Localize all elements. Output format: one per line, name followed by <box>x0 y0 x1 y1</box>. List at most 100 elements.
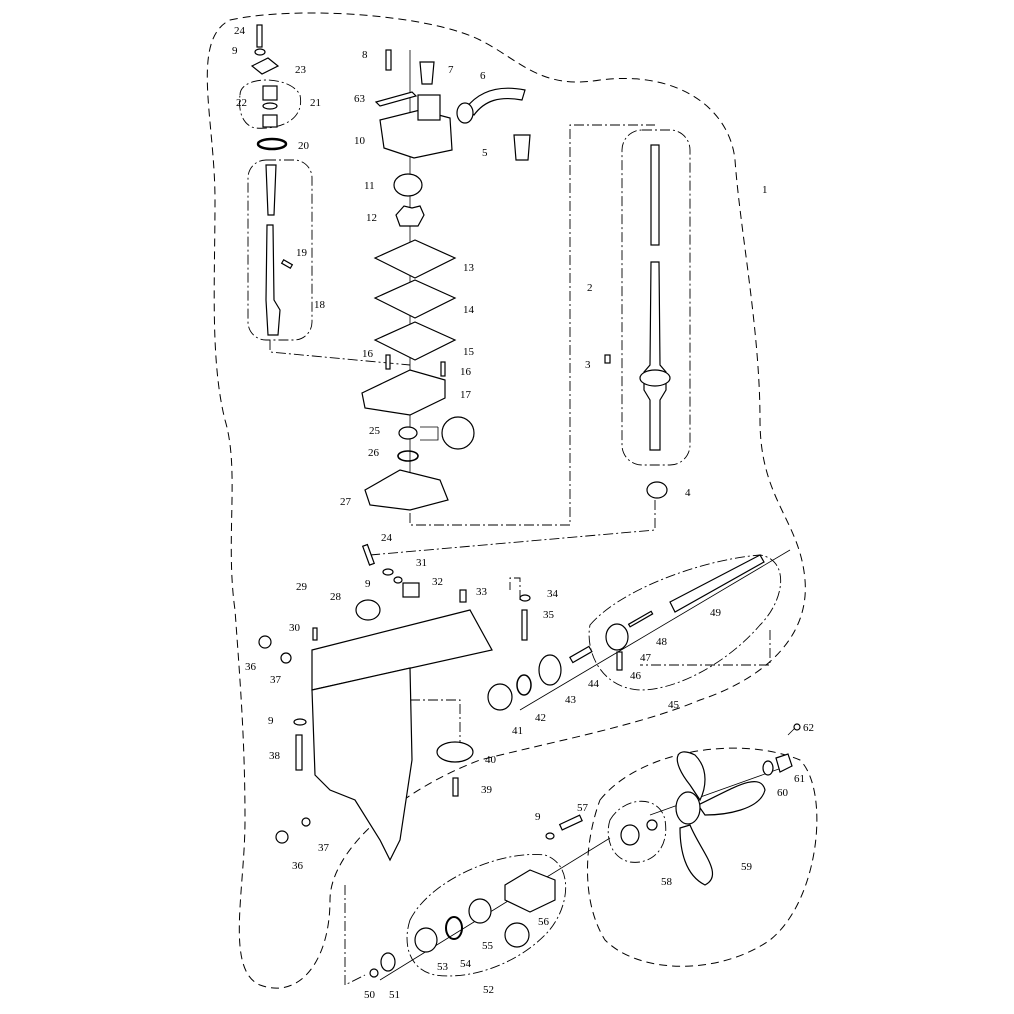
bushing-4 <box>646 481 668 499</box>
gear-43 <box>538 654 562 686</box>
label-16: 16 <box>362 348 374 360</box>
bearing <box>639 369 671 387</box>
propeller-boundary <box>587 747 818 967</box>
label-12: 12 <box>366 212 377 224</box>
bearing-41 <box>487 683 513 711</box>
anode-40 <box>436 741 474 763</box>
gasket-27 <box>364 469 449 511</box>
link-line <box>369 500 656 556</box>
drive-shaft-upper <box>650 144 660 246</box>
link-line <box>409 124 655 526</box>
label-56: 56 <box>538 916 550 928</box>
bolt-38 <box>295 734 303 771</box>
label-37: 37 <box>270 674 282 686</box>
pin-16 <box>440 361 446 377</box>
key-3 <box>604 354 611 364</box>
washer-51 <box>380 952 396 972</box>
label-18: 18 <box>314 299 326 311</box>
label-43: 43 <box>565 694 577 706</box>
group-58 <box>607 800 667 863</box>
label-9c: 9 <box>268 715 274 727</box>
label-8: 8 <box>362 49 368 61</box>
block-32 <box>402 582 420 598</box>
nut-61 <box>775 753 793 773</box>
label-53: 53 <box>437 961 449 973</box>
prop-blade <box>676 751 706 802</box>
bolt-35 <box>521 609 528 641</box>
label-51: 51 <box>389 989 400 1001</box>
washer-58 <box>646 819 658 831</box>
bearing-53 <box>414 927 438 953</box>
label-10: 10 <box>354 135 366 147</box>
label-42: 42 <box>535 712 546 724</box>
washer-9d <box>545 832 555 840</box>
group-21 <box>239 79 302 129</box>
label-36: 36 <box>245 661 257 673</box>
label-3: 3 <box>585 359 591 371</box>
seal-detail-2 <box>504 922 530 948</box>
label-9: 9 <box>232 45 238 57</box>
link-line <box>640 630 771 666</box>
label-15: 15 <box>463 346 475 358</box>
label-44: 44 <box>588 678 600 690</box>
link-line <box>269 340 411 366</box>
label-39: 39 <box>481 784 493 796</box>
drive-shaft-2 <box>643 261 667 451</box>
oring-26 <box>397 450 419 462</box>
plunger-48 <box>627 610 654 628</box>
pin-19 <box>280 258 294 270</box>
link-line <box>344 885 366 986</box>
washer-9c <box>293 718 307 726</box>
gear-47 <box>605 623 629 651</box>
label-23: 23 <box>295 64 307 76</box>
washer-9 <box>254 48 266 56</box>
spacer-58 <box>620 824 640 846</box>
label-52: 52 <box>483 984 494 996</box>
seal-25 <box>398 426 418 440</box>
label-63: 63 <box>354 93 366 105</box>
label-27: 27 <box>340 496 352 508</box>
label-34: 34 <box>547 588 559 600</box>
plate-14 <box>373 279 457 319</box>
label-6: 6 <box>480 70 486 82</box>
gasket-15 <box>373 321 457 361</box>
label-55: 55 <box>482 940 494 952</box>
tube-7 <box>419 61 435 85</box>
group-2 <box>621 129 691 466</box>
label-54: 54 <box>460 958 472 970</box>
oring-20 <box>256 137 288 151</box>
label-7: 7 <box>448 64 454 76</box>
grommet-5 <box>513 134 531 161</box>
grommet <box>262 85 278 101</box>
hose-6 <box>465 87 526 116</box>
washer-37b <box>301 817 311 827</box>
insert-11 <box>393 173 423 197</box>
group-45 <box>588 554 782 691</box>
bolt-24 <box>256 24 263 48</box>
pin-46 <box>616 651 623 671</box>
assembly-boundary <box>206 12 806 989</box>
label-32: 32 <box>432 576 443 588</box>
impeller-12 <box>395 205 425 227</box>
screw-39 <box>452 777 459 797</box>
label-4: 4 <box>685 487 691 499</box>
pump-outlet <box>417 94 441 121</box>
rod-upper <box>265 164 277 216</box>
label-60: 60 <box>777 787 789 799</box>
cotter-pin-head <box>793 723 801 731</box>
pin-33 <box>459 589 467 603</box>
label-46: 46 <box>630 670 642 682</box>
label-49: 49 <box>710 607 722 619</box>
plate-23 <box>250 57 280 75</box>
part-number-labels: 24 9 23 22 21 20 19 18 8 7 6 63 10 5 11 … <box>232 25 814 1001</box>
label-25: 25 <box>369 425 381 437</box>
label-57: 57 <box>577 802 589 814</box>
pump-housing-10 <box>379 109 453 159</box>
group-18 <box>247 159 313 341</box>
label-9b: 9 <box>365 578 371 590</box>
pin-30 <box>312 627 318 641</box>
seal-detail <box>441 416 475 450</box>
label-26: 26 <box>368 447 380 459</box>
link-line <box>410 699 461 760</box>
prop-blade <box>697 780 766 816</box>
